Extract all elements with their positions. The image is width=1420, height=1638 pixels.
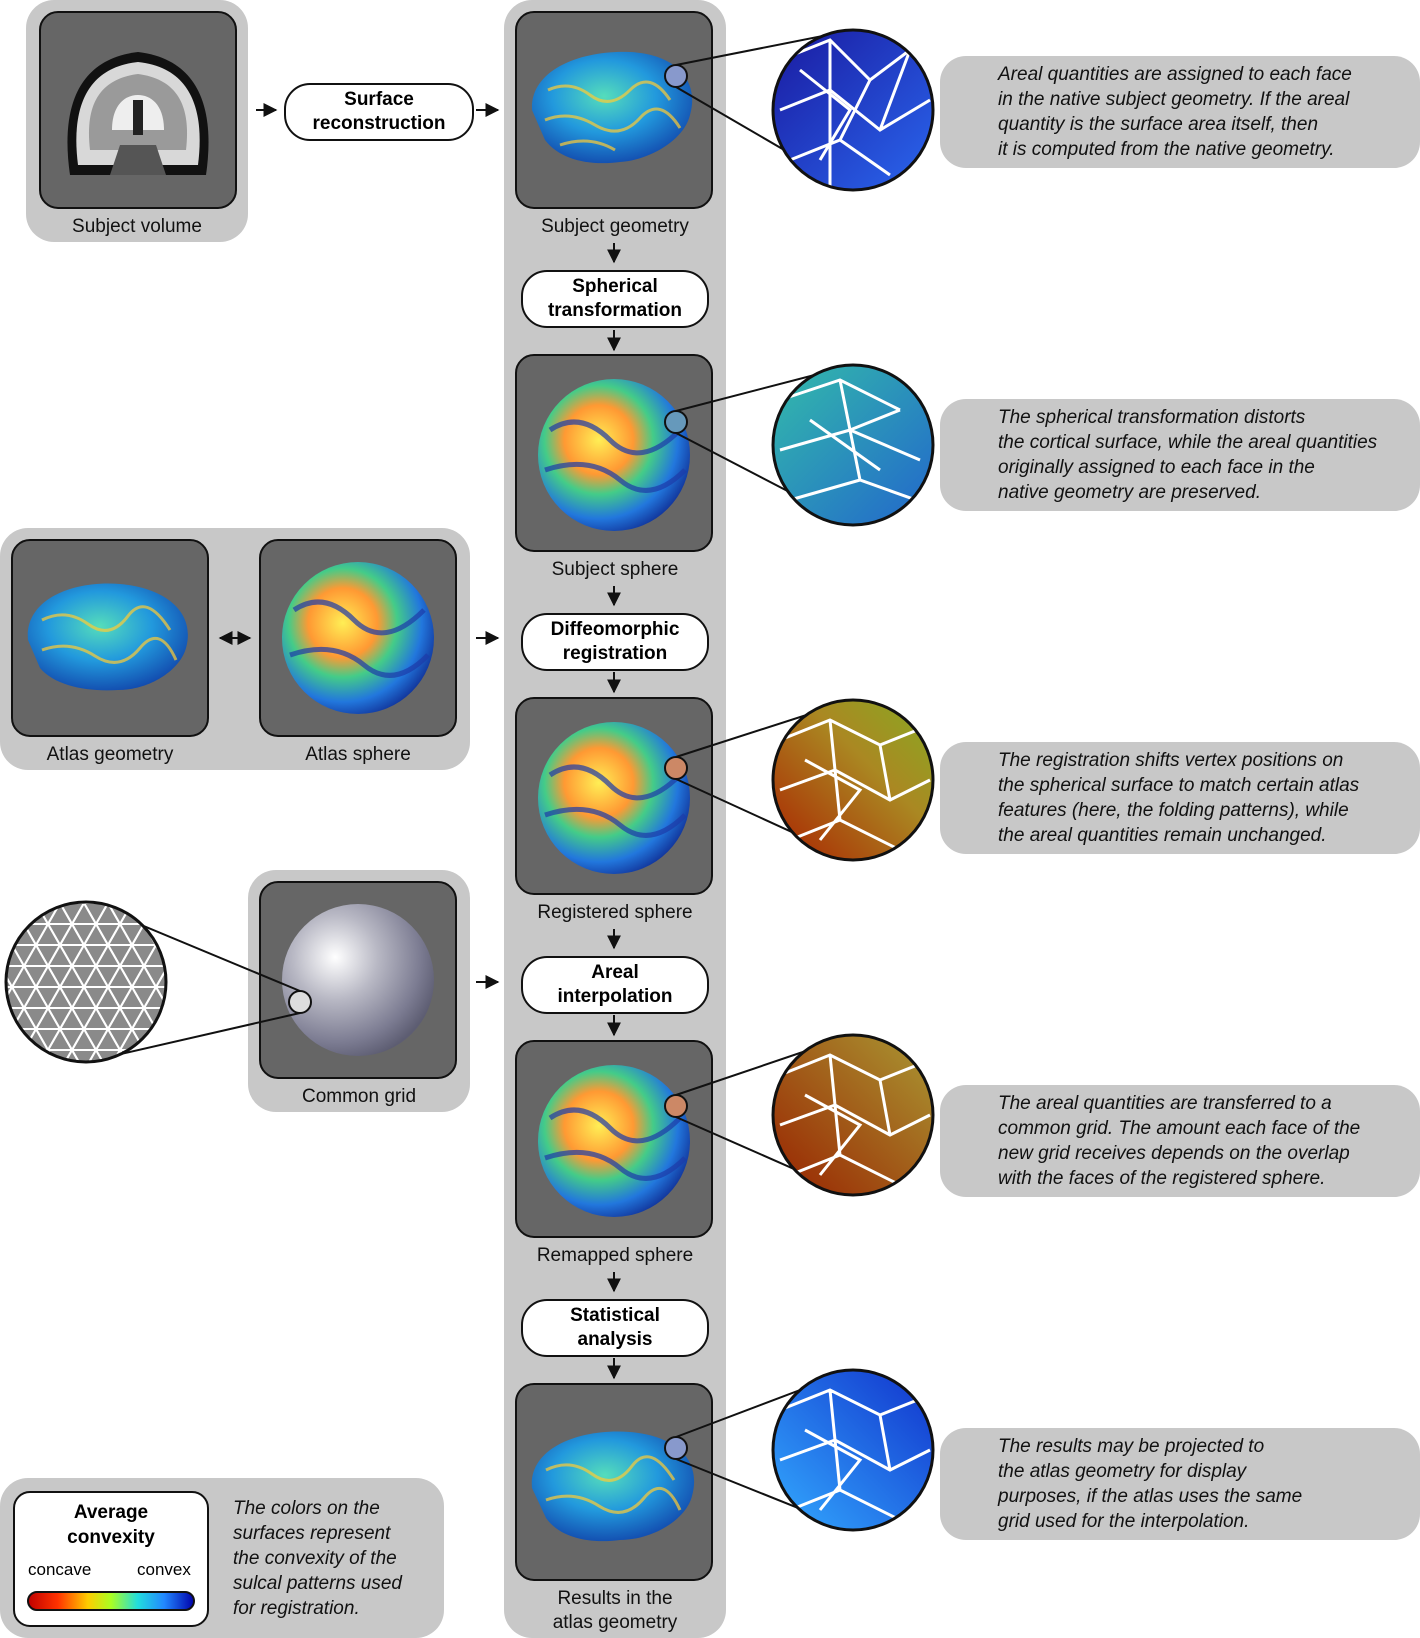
note-1: Areal quantities are assigned to each fa… — [998, 62, 1352, 162]
note-3-box — [940, 742, 1420, 854]
results-brain — [531, 1431, 695, 1542]
legend-description-line: the convexity of the — [233, 1548, 397, 1569]
note-4-line: common grid. The amount each face of the — [998, 1118, 1361, 1139]
legend-description-line: for registration. — [233, 1598, 360, 1619]
note-5-line: the atlas geometry for display — [998, 1461, 1247, 1482]
caption-remapped-sphere: Remapped sphere — [536, 1245, 694, 1266]
legend-high-label: convex — [137, 1560, 191, 1579]
mri-slice-image — [67, 52, 209, 175]
atlas-sphere-ball — [282, 562, 434, 714]
common-grid-ball — [282, 904, 434, 1056]
zoom-marker-1 — [664, 64, 688, 88]
atlas-geometry-brain — [27, 583, 188, 691]
zoom-circle-1 — [771, 28, 935, 192]
note-3-line: the spherical surface to match certain a… — [998, 775, 1360, 796]
note-3-line: The registration shifts vertex positions… — [998, 750, 1344, 771]
note-2: The spherical transformation distorts th… — [998, 405, 1377, 505]
caption-subject-sphere: Subject sphere — [551, 559, 679, 580]
caption-results-line2: atlas geometry — [552, 1612, 678, 1633]
note-4-line: new grid receives depends on the overlap — [998, 1143, 1350, 1164]
note-4-line: The areal quantities are transferred to … — [998, 1093, 1332, 1114]
zoom-connectors — [85, 29, 854, 1531]
zoom-marker-2 — [664, 410, 688, 434]
step-areal-interpolation: Areal interpolation — [521, 956, 709, 1014]
note-5-line: purposes, if the atlas uses the same — [998, 1486, 1303, 1507]
subject-sphere-ball — [538, 379, 690, 531]
legend-colorbar — [27, 1591, 195, 1611]
caption-registered-sphere: Registered sphere — [537, 902, 693, 923]
note-5-line: The results may be projected to — [998, 1436, 1265, 1457]
note-2-line: originally assigned to each face in the — [998, 457, 1315, 478]
registered-sphere-ball — [538, 722, 690, 874]
zoom-circle-2 — [771, 363, 935, 527]
note-1-line: in the native subject geometry. If the a… — [998, 89, 1350, 110]
caption-common-grid: Common grid — [301, 1086, 417, 1107]
legend-title-l1: Average — [73, 1502, 149, 1523]
note-1-line: quantity is the surface area itself, the… — [998, 114, 1319, 135]
note-3-line: the areal quantities remain unchanged. — [998, 825, 1327, 846]
note-1-line: it is computed from the native geometry. — [998, 139, 1335, 160]
step-spherical-transformation: Spherical transformation — [521, 270, 709, 328]
zoom-marker-grid — [288, 990, 312, 1014]
note-2-line: The spherical transformation distorts — [998, 407, 1306, 428]
flow-arrows — [218, 103, 621, 1380]
note-2-box — [940, 399, 1420, 511]
note-1-line: Areal quantities are assigned to each fa… — [998, 64, 1352, 85]
note-5: The results may be projected to the atla… — [998, 1434, 1302, 1534]
zoom-circle-grid — [4, 900, 168, 1064]
step-spherical-transformation-l2: transformation — [547, 300, 683, 321]
zoom-circle-3 — [771, 698, 935, 862]
legend-title-l2: convexity — [67, 1527, 155, 1548]
caption-atlas-sphere: Atlas sphere — [305, 744, 411, 765]
legend-low-label: concave — [28, 1560, 92, 1579]
legend-description-line: sulcal patterns used — [233, 1573, 402, 1594]
note-4-box — [940, 1085, 1420, 1197]
note-3-line: features (here, the folding patterns), w… — [998, 800, 1349, 821]
caption-results: Results in the atlas geometry — [504, 1587, 726, 1635]
caption-results-line1: Results in the — [557, 1588, 673, 1609]
step-areal-interpolation-l2: interpolation — [557, 986, 673, 1007]
zoom-marker-5 — [664, 1436, 688, 1460]
step-statistical-analysis: Statistical analysis — [521, 1299, 709, 1357]
caption-subject-geometry: Subject geometry — [541, 216, 689, 237]
caption-atlas-geometry: Atlas geometry — [46, 744, 174, 765]
subject-geometry-brain — [531, 51, 693, 164]
note-4: The areal quantities are transferred to … — [998, 1091, 1360, 1191]
note-5-box — [940, 1428, 1420, 1540]
step-statistical-analysis-l2: analysis — [577, 1329, 653, 1350]
zoom-circle-5 — [771, 1368, 935, 1532]
step-diffeomorphic-registration-l2: registration — [562, 643, 668, 664]
step-spherical-transformation-l1: Spherical — [572, 276, 658, 297]
zoom-circle-4 — [771, 1033, 935, 1197]
legend-description-line: The colors on the — [233, 1498, 380, 1519]
note-2-line: native geometry are preserved. — [998, 482, 1261, 503]
caption-subject-volume: Subject volume — [72, 216, 202, 237]
zoom-marker-4 — [664, 1094, 688, 1118]
note-1-box — [940, 56, 1420, 168]
note-2-line: the cortical surface, while the areal qu… — [998, 432, 1378, 453]
step-diffeomorphic-registration-l1: Diffeomorphic — [550, 619, 680, 640]
legend-title: Average convexity — [14, 1500, 208, 1550]
step-surface-reconstruction-l2: reconstruction — [312, 113, 446, 134]
note-4-line: with the faces of the registered sphere. — [998, 1168, 1326, 1189]
step-areal-interpolation-l1: Areal — [591, 962, 639, 983]
legend-description: The colors on the surfaces represent the… — [233, 1496, 402, 1621]
zoom-marker-3 — [664, 756, 688, 780]
step-surface-reconstruction: Surface reconstruction — [284, 83, 474, 141]
step-surface-reconstruction-l1: Surface — [344, 89, 414, 110]
note-3: The registration shifts vertex positions… — [998, 748, 1359, 848]
legend-description-line: surfaces represent — [233, 1523, 391, 1544]
step-statistical-analysis-l1: Statistical — [570, 1305, 660, 1326]
remapped-sphere-ball — [538, 1065, 690, 1217]
note-5-line: grid used for the interpolation. — [998, 1511, 1250, 1532]
step-diffeomorphic-registration: Diffeomorphic registration — [521, 613, 709, 671]
